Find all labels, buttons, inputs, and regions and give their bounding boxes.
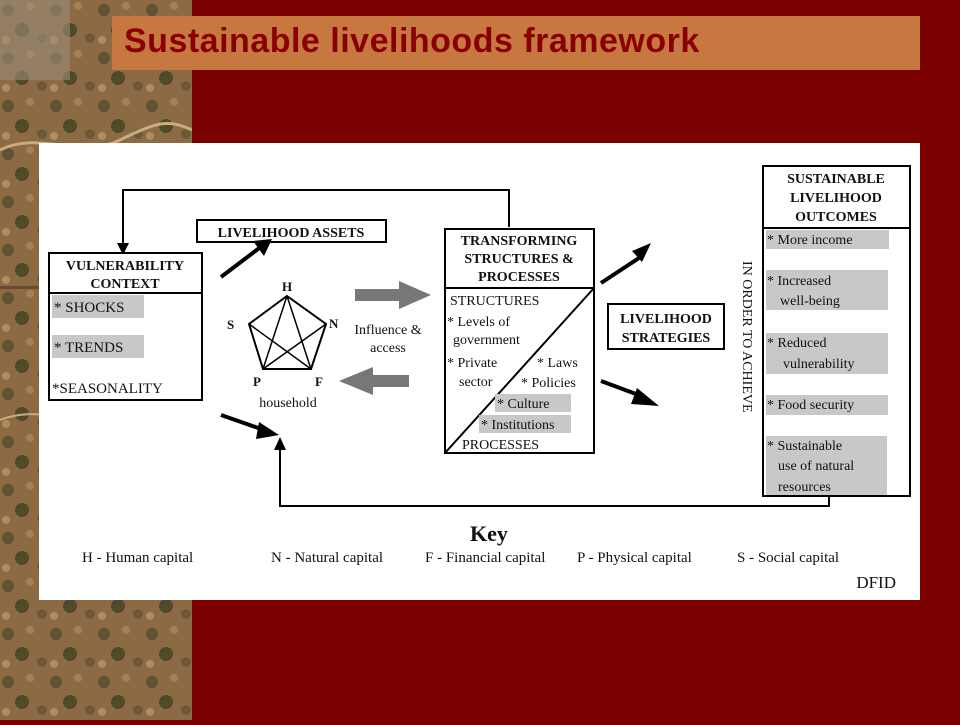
bottom-feedback-arrow <box>274 437 830 507</box>
in-order-to-achieve-label: IN ORDER TO ACHIEVE <box>739 261 754 413</box>
pentagon-label-h: H <box>282 279 292 294</box>
vulnerability-context-box: VULNERABILITY CONTEXT * SHOCKS * TRENDS … <box>48 252 203 401</box>
page-title: Sustainable livelihoods framework <box>124 22 700 60</box>
vulnerability-item-trends: * TRENDS <box>54 340 123 356</box>
vulnerability-title-2: CONTEXT <box>90 277 160 292</box>
institutions-label: * Institutions <box>481 418 555 433</box>
policies-label: * Policies <box>521 376 576 391</box>
private-sector-1: * Private <box>447 356 497 371</box>
title-bar: Sustainable livelihoods framework <box>112 16 920 70</box>
pentagon-label-s: S <box>227 317 234 332</box>
thick-arrow-up-right <box>219 239 272 279</box>
outcome-food-security: * Food security <box>767 398 854 413</box>
key-item-social: S - Social capital <box>737 550 839 566</box>
livelihood-assets-title: LIVELIHOOD ASSETS <box>218 226 365 241</box>
outcomes-title-1: SUSTAINABLE <box>787 172 885 187</box>
outcomes-title-2: LIVELIHOOD <box>790 191 882 206</box>
framework-diagram: VULNERABILITY CONTEXT * SHOCKS * TRENDS … <box>48 165 911 592</box>
key-item-human: H - Human capital <box>82 550 193 566</box>
thick-arrow-down-right <box>220 413 279 439</box>
source-label: DFID <box>856 573 896 592</box>
vulnerability-title-1: VULNERABILITY <box>66 259 184 274</box>
outcome-reduced-2: vulnerability <box>783 357 855 372</box>
pentagon-label-f: F <box>315 374 323 389</box>
outcomes-title-3: OUTCOMES <box>795 210 877 225</box>
framework-diagram-panel: VULNERABILITY CONTEXT * SHOCKS * TRENDS … <box>39 143 920 600</box>
vulnerability-item-seasonality: *SEASONALITY <box>52 381 163 397</box>
outcome-increased-1: * Increased <box>767 274 831 289</box>
outcome-increased-2: well-being <box>780 294 840 309</box>
pentagon-label-n: N <box>329 316 339 331</box>
top-feedback-arrow <box>117 189 510 255</box>
influence-arrow-right <box>355 281 431 309</box>
influence-label-2: access <box>370 341 406 356</box>
outcome-sustainable-2: use of natural <box>778 459 854 474</box>
transforming-title-1: TRANSFORMING <box>461 234 578 249</box>
key-item-physical: P - Physical capital <box>577 550 692 566</box>
outcome-reduced-1: * Reduced <box>767 336 826 351</box>
transforming-title-2: STRUCTURES & <box>464 252 573 267</box>
laws-label: * Laws <box>537 356 578 371</box>
livelihood-strategies-box: LIVELIHOOD STRATEGIES <box>607 303 725 350</box>
key-item-financial: F - Financial capital <box>425 550 545 566</box>
key-title: Key <box>470 521 508 546</box>
outcome-more-income: * More income <box>767 233 853 248</box>
transforming-title-3: PROCESSES <box>478 270 560 285</box>
outcome-sustainable-1: * Sustainable <box>767 439 842 454</box>
structures-label: STRUCTURES <box>450 294 539 309</box>
private-sector-2: sector <box>459 375 493 390</box>
influence-arrow-left <box>339 367 409 395</box>
thick-arrow-to-outcomes-upper <box>599 243 651 285</box>
thick-arrow-to-outcomes-lower <box>600 379 659 406</box>
key-item-natural: N - Natural capital <box>271 550 383 566</box>
livelihood-assets-box: LIVELIHOOD ASSETS <box>196 219 387 243</box>
pentagon-label-p: P <box>253 374 261 389</box>
transforming-structures-box: TRANSFORMING STRUCTURES & PROCESSES STRU… <box>444 228 595 454</box>
influence-label-1: Influence & <box>354 323 421 338</box>
levels-of-government-2: government <box>453 333 520 348</box>
strategies-title-1: LIVELIHOOD <box>620 312 712 327</box>
culture-label: * Culture <box>497 397 550 412</box>
levels-of-government-1: * Levels of <box>447 315 510 330</box>
household-label: household <box>259 396 317 411</box>
sustainable-outcomes-box: SUSTAINABLE LIVELIHOOD OUTCOMES * More i… <box>762 165 911 497</box>
asset-pentagon: H N S P F household <box>227 279 339 411</box>
processes-label: PROCESSES <box>462 438 539 453</box>
strategies-title-2: STRATEGIES <box>622 331 711 346</box>
outcome-sustainable-3: resources <box>778 480 831 495</box>
vulnerability-item-shocks: * SHOCKS <box>54 300 124 316</box>
